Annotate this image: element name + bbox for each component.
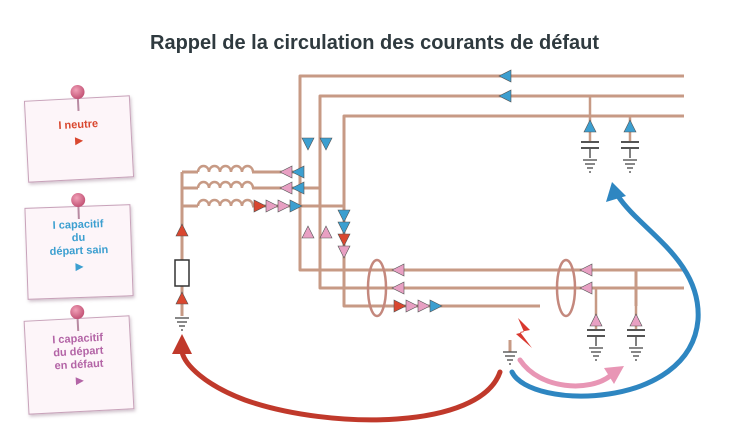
busbar-phase-3 [342,114,684,144]
current-arrow [393,299,407,313]
healthy-feeder-capacitor-1 [581,96,599,158]
current-arrow [289,199,303,213]
current-arrow [579,281,593,295]
feeder-phase-2 [318,144,684,290]
capacitor-ground-icon [623,159,637,173]
current-arrow [417,299,431,313]
neutral-ground-icon [175,317,189,331]
transformer-winding-3 [196,198,255,207]
current-arrow [253,199,267,213]
diagram-title: Rappel de la circulation des courants de… [150,32,599,54]
current-arrow [629,313,643,327]
return-arrowhead-icon [606,182,626,202]
current-arrow [175,223,189,237]
return-arrowhead-icon [604,366,624,384]
healthy-feeder-return-path [509,193,701,399]
current-arrow [405,299,419,313]
busbar-phase-2 [318,94,684,144]
current-arrow [301,225,315,239]
current-arrow [498,89,512,103]
current-arrow [319,137,333,151]
current-arrow [337,245,351,259]
faulty-feeder-return-path [517,357,613,389]
current-arrow [623,119,637,133]
current-arrow [337,209,351,223]
current-arrow [337,233,351,247]
current-arrow [291,181,305,195]
return-arrowhead-icon [172,334,192,354]
busbar-phase-1 [298,74,684,144]
fault-lightning-icon [516,318,532,348]
transformer-winding-2 [196,180,255,189]
current-arrow [265,199,279,213]
current-arrow [391,263,405,277]
core-balance-ct-1 [366,258,388,318]
current-arrow [319,225,333,239]
fault-ground-icon [503,351,517,365]
current-arrow [277,199,291,213]
capacitor-ground-icon [589,347,603,361]
current-arrow [391,281,405,295]
current-arrow [579,263,593,277]
capacitor-ground-icon [629,347,643,361]
current-arrow [589,313,603,327]
current-arrow [498,69,512,83]
transformer-winding-1 [196,164,255,173]
current-arrow [337,221,351,235]
current-arrow [279,181,293,195]
current-arrow [583,119,597,133]
current-arrow [429,299,443,313]
capacitor-ground-icon [583,159,597,173]
neutral-return-path [179,349,503,423]
current-arrow [175,291,189,305]
current-arrow [301,137,315,151]
current-arrow [279,165,293,179]
feeder-phase-3 [342,144,540,308]
core-balance-ct-2 [555,258,577,318]
current-arrow [291,165,305,179]
neutral-resistor [174,259,190,287]
